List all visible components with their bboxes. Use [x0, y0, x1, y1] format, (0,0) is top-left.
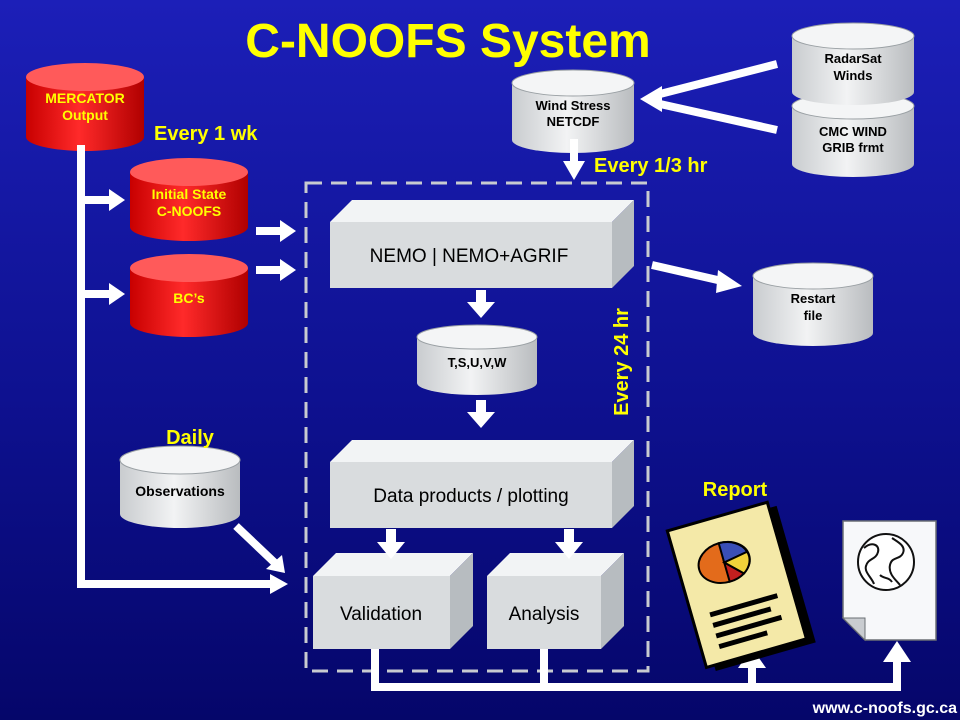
mercator-trunk-line	[77, 145, 85, 588]
restart-line-2: file	[804, 308, 823, 323]
nemo-to-tsuvw-arrowhead	[467, 302, 495, 318]
nemo-to-tsuvw-line	[476, 290, 486, 304]
bottom-output-line	[371, 683, 901, 691]
wind-inputs-arrowhead	[640, 86, 662, 112]
analysis-box: Analysis	[487, 553, 624, 649]
radarsat-cylinder: RadarSat Winds	[791, 22, 915, 105]
wind-stress-down-arrowhead	[563, 161, 585, 180]
cmc-wind-line-1: CMC WIND	[819, 124, 887, 139]
tsuvw-to-products-line	[476, 400, 486, 414]
connectors	[77, 60, 911, 691]
tsuvw-cylinder: T,S,U,V,W	[416, 324, 538, 395]
cmc-wind-cylinder: CMC WIND GRIB frmt	[791, 92, 915, 177]
bcs-to-model-line	[256, 266, 282, 274]
every-third-hour-label: Every 1/3 hr	[594, 155, 708, 177]
products-to-validation-arrowhead	[377, 542, 405, 559]
products-to-analysis-line	[564, 529, 574, 544]
analysis-label: Analysis	[509, 604, 580, 625]
restart-file-cylinder: Restart file	[752, 262, 874, 346]
radarsat-to-windstress-line	[659, 60, 778, 98]
observations-label: Observations	[135, 483, 225, 499]
bcs-cylinder: BC’s	[130, 254, 248, 337]
wind-stress-down-line	[570, 139, 578, 163]
wind-stress-line-1: Wind Stress	[535, 98, 610, 113]
globe-document-icon	[841, 520, 937, 642]
mercator-output-cylinder: MERCATOR Output	[26, 63, 144, 151]
initial-to-model-line	[256, 227, 282, 235]
initial-state-cylinder: Initial State C-NOOFS	[130, 158, 248, 241]
nemo-to-restart-arrowhead	[716, 270, 742, 293]
mercator-line-2: Output	[62, 107, 108, 123]
report-pie-chart-icon	[665, 500, 816, 671]
report-label: Report	[703, 479, 768, 501]
observations-to-validation-arrowhead	[266, 555, 285, 573]
radarsat-line-2: Winds	[834, 68, 873, 83]
branch-bcs-arrowhead	[109, 283, 125, 305]
wind-stress-cylinder: Wind Stress NETCDF	[511, 69, 635, 153]
mercator-to-validation-line	[77, 580, 272, 588]
data-products-box: Data products / plotting	[330, 440, 634, 528]
nemo-label: NEMO | NEMO+AGRIF	[370, 246, 569, 267]
to-report-line	[748, 666, 756, 688]
restart-line-1: Restart	[791, 291, 836, 306]
tsuvw-label: T,S,U,V,W	[448, 355, 507, 370]
products-to-analysis-arrowhead	[555, 542, 583, 559]
website-url: www.c-noofs.gc.ca	[812, 700, 957, 717]
mercator-to-validation-arrowhead	[270, 574, 288, 594]
tsuvw-to-products-arrowhead	[467, 412, 495, 428]
validation-box: Validation	[313, 553, 473, 649]
initial-to-model-arrowhead	[280, 220, 296, 242]
cmc-to-windstress-line	[659, 100, 778, 134]
every-week-label: Every 1 wk	[154, 123, 258, 145]
validation-label: Validation	[340, 604, 422, 625]
branch-bcs-line	[81, 290, 111, 298]
validation-down-line	[371, 649, 379, 691]
page-title: C-NOOFS System	[245, 15, 650, 68]
mercator-line-1: MERCATOR	[45, 90, 125, 106]
radarsat-line-1: RadarSat	[824, 51, 882, 66]
branch-initial-state-line	[81, 196, 111, 204]
data-products-label: Data products / plotting	[373, 486, 568, 507]
system-boundary	[304, 181, 650, 673]
initial-state-line-1: Initial State	[152, 186, 227, 202]
observations-to-validation-line	[233, 523, 278, 566]
bcs-to-model-arrowhead	[280, 259, 296, 281]
cmc-wind-line-2: GRIB frmt	[822, 140, 884, 155]
branch-initial-state-arrowhead	[109, 189, 125, 211]
observations-cylinder: Observations	[119, 445, 241, 528]
products-to-validation-line	[386, 529, 396, 544]
to-web-arrowhead	[883, 641, 911, 662]
wind-stress-line-2: NETCDF	[547, 114, 600, 129]
initial-state-line-2: C-NOOFS	[157, 203, 222, 219]
analysis-down-line	[540, 649, 548, 691]
to-web-line	[893, 660, 901, 688]
daily-label: Daily	[166, 427, 215, 449]
nemo-to-restart-line	[651, 261, 723, 285]
nemo-box: NEMO | NEMO+AGRIF	[330, 200, 634, 288]
bcs-label: BC’s	[173, 290, 205, 306]
every-day-label: Every 24 hr	[611, 308, 633, 416]
